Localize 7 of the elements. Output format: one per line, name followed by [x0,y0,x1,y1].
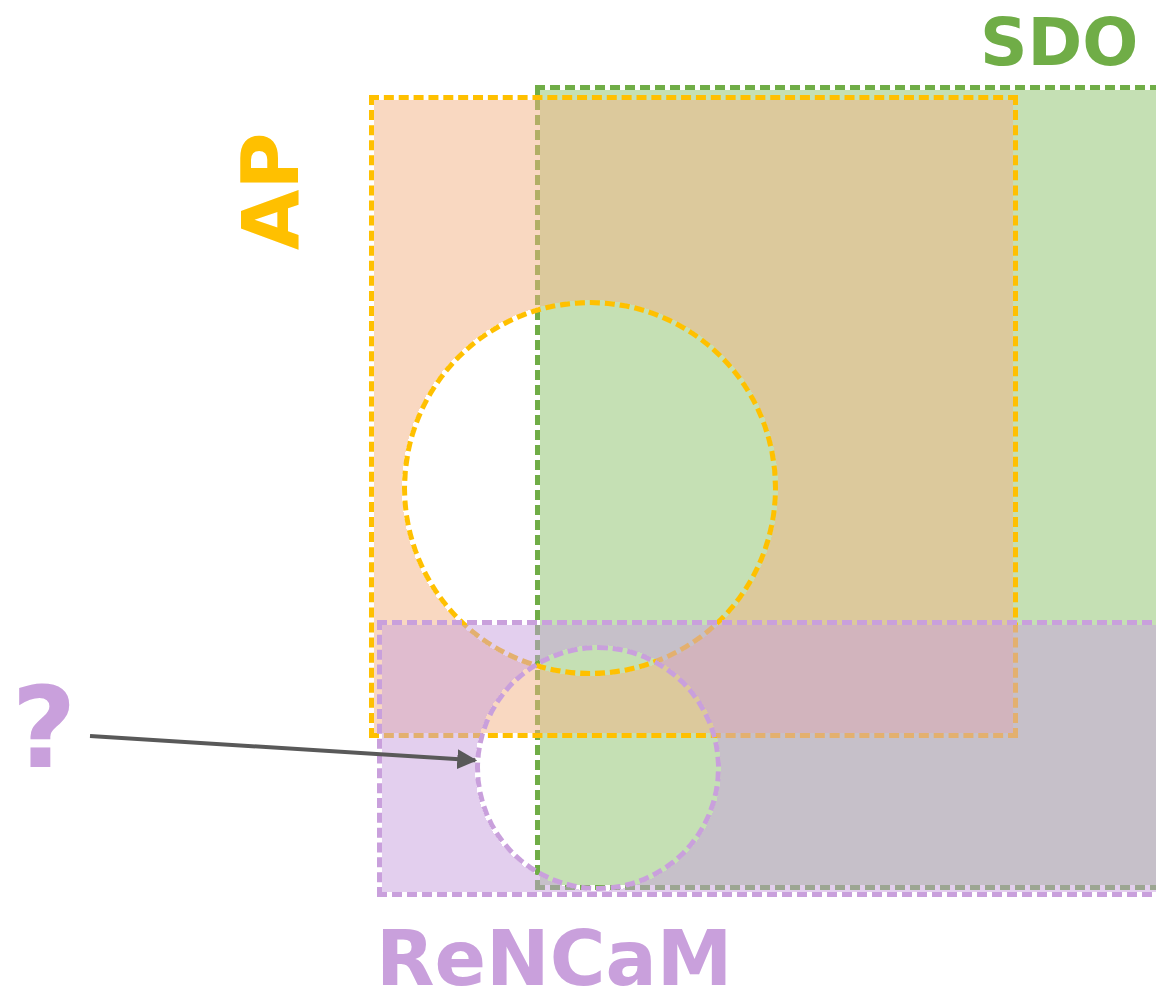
question-mark-label: ? [8,672,80,784]
region-label: ReNCaM [376,921,733,988]
dashed-circle [402,300,778,676]
dashed-circle [475,645,721,891]
arrow [89,734,478,770]
region-label: AP [232,132,310,250]
region-label: SDO [980,10,1139,76]
